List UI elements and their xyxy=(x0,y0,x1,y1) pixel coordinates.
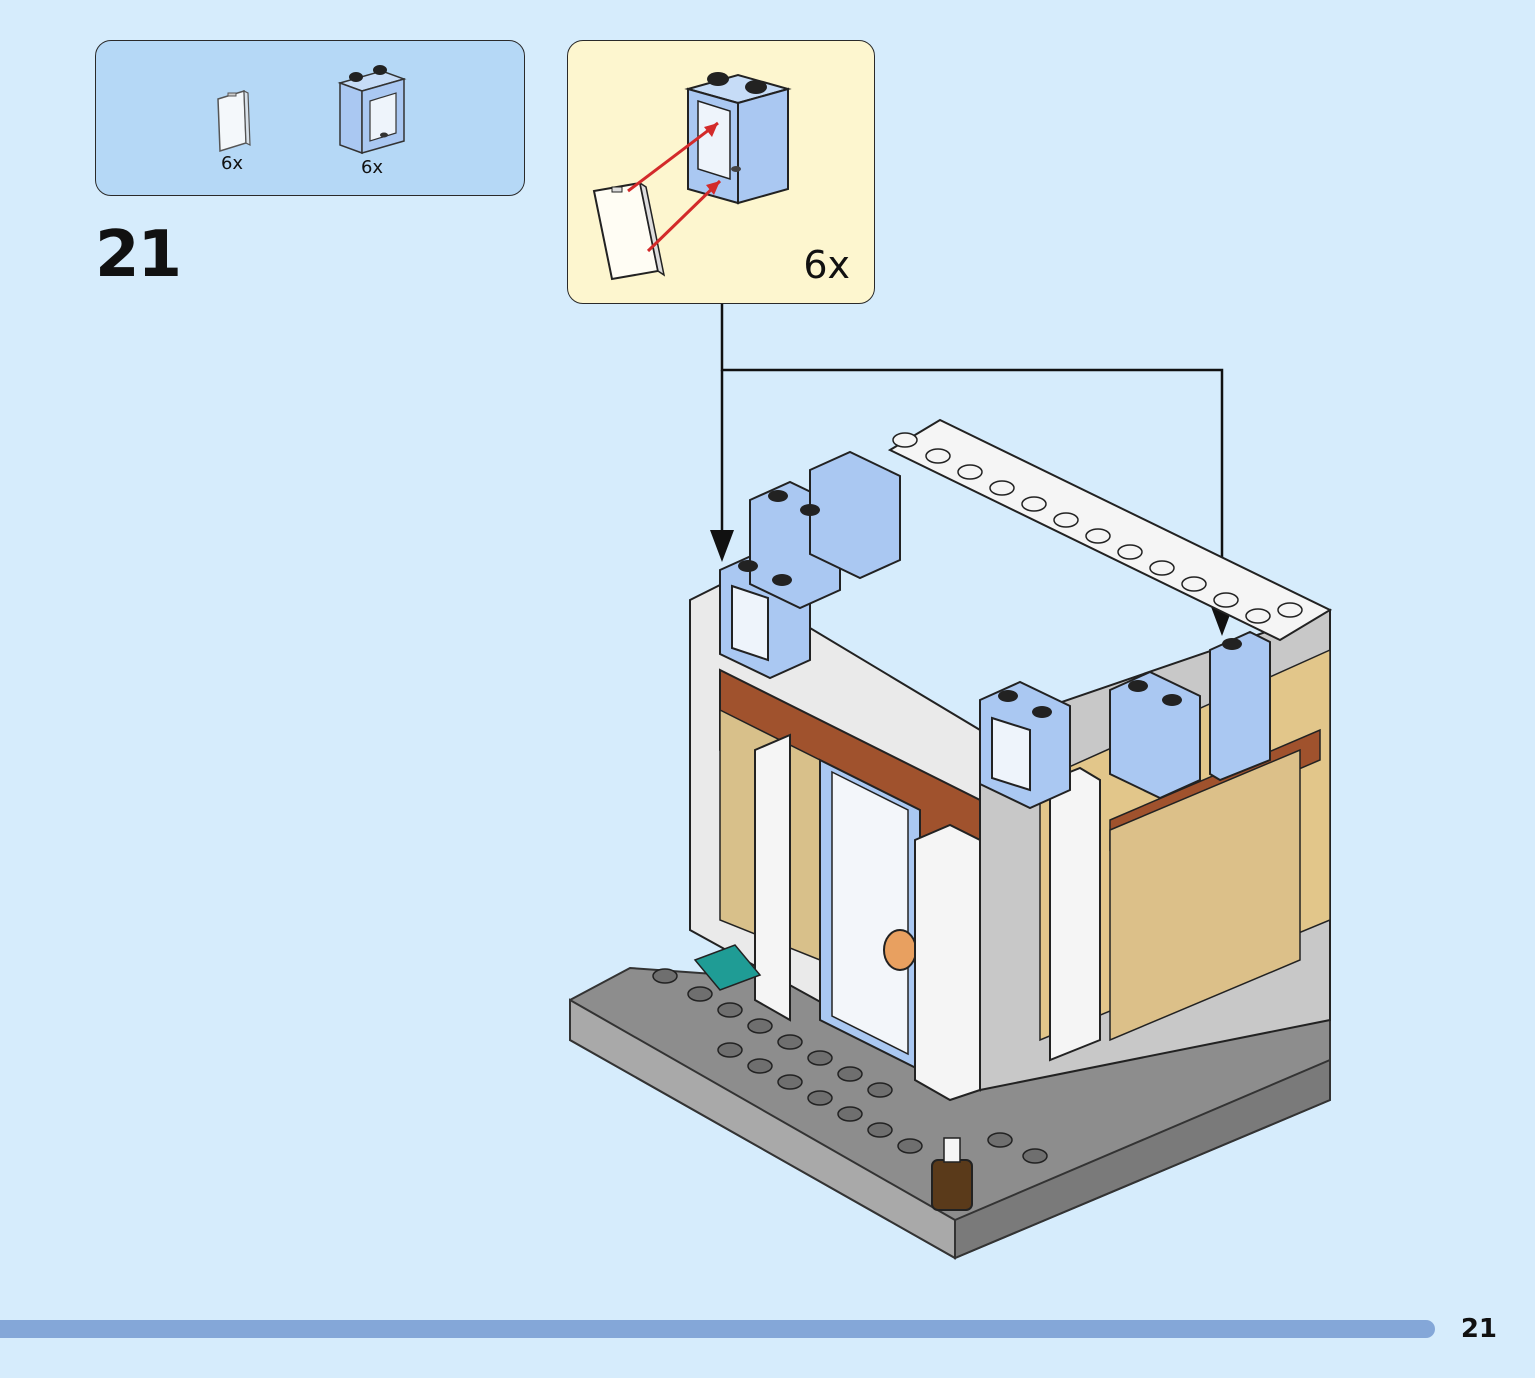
step-number: 21 xyxy=(95,218,182,292)
glass-pane-icon xyxy=(217,89,251,153)
progress-bar xyxy=(0,1320,1435,1338)
glass-into-frame-illustration xyxy=(592,72,792,281)
window-frame-qty: 6x xyxy=(360,157,384,178)
page-number: 21 xyxy=(1460,1314,1497,1344)
parts-list-box: 6x 6x xyxy=(95,40,525,196)
callout-qty: 6x xyxy=(803,243,850,287)
model-illustration xyxy=(569,418,1333,1260)
arrow-down-icon xyxy=(710,530,734,562)
parts-item-glass: 6x xyxy=(208,87,256,177)
subassembly-callout: 6x xyxy=(567,40,875,304)
window-frame-icon xyxy=(337,65,407,155)
parts-item-window-frame: 6x xyxy=(332,61,412,178)
glass-qty: 6x xyxy=(220,153,244,174)
